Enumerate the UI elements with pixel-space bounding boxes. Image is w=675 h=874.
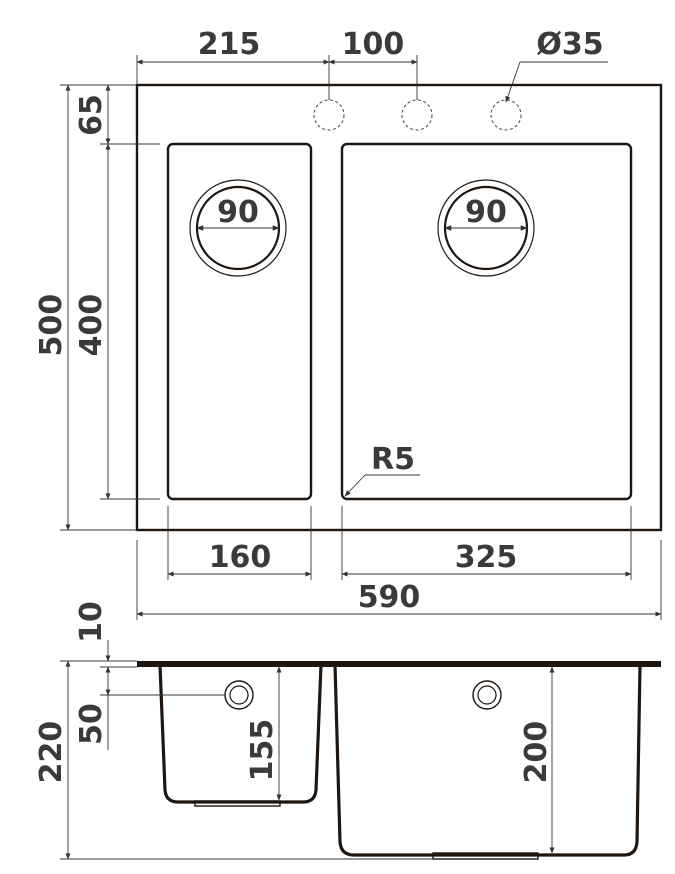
dim-hole-spacing: 100 (342, 27, 405, 62)
small-bowl-profile (158, 664, 323, 804)
large-bowl-profile (333, 664, 642, 857)
overflow-small (224, 680, 254, 710)
dim-drain-large: 90 (465, 195, 507, 230)
tap-hole-3 (490, 99, 522, 131)
large-drain (437, 179, 535, 277)
sink-outer-outline (135, 83, 663, 532)
dim-edge-offset: 65 (74, 94, 109, 136)
dim-overflow-height: 50 (74, 703, 109, 745)
dim-hole-offset: 215 (198, 27, 261, 62)
dim-drain-small: 90 (217, 195, 259, 230)
small-bowl-outline (166, 142, 313, 501)
dim-large-bowl-height: 200 (519, 721, 554, 784)
overflow-large (472, 680, 502, 710)
tap-hole-1 (313, 99, 345, 131)
side-view: 10 50 220 155 200 (34, 601, 661, 860)
dim-rim-thickness: 10 (74, 601, 109, 643)
dim-corner-radius: R5 (371, 442, 415, 477)
dim-overall-width: 590 (358, 580, 421, 615)
tap-hole-2 (401, 99, 433, 131)
dim-total-height: 220 (34, 721, 69, 784)
dim-small-bowl-width: 160 (209, 540, 272, 575)
small-drain (189, 179, 287, 277)
dim-overall-depth: 500 (34, 294, 69, 357)
dim-large-bowl-width: 325 (455, 540, 518, 575)
dim-small-bowl-height: 155 (245, 719, 280, 782)
dim-hole-diameter: Ø35 (536, 27, 603, 62)
sink-rim (137, 661, 661, 667)
large-bowl-outline (340, 142, 633, 501)
top-view: 215 100 Ø35 90 90 R5 160 325 590 65 400 … (34, 27, 663, 620)
dim-bowl-depth: 400 (74, 294, 109, 357)
